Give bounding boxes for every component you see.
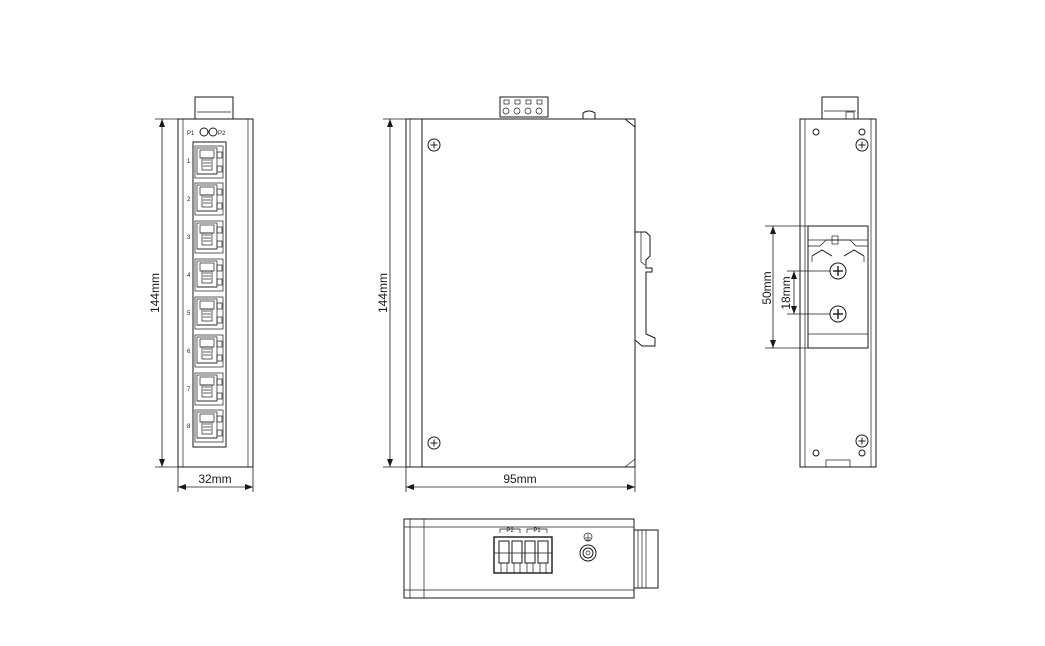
back-view: 50mm 18mm (760, 96, 877, 468)
port-number-8: 8 (187, 424, 191, 430)
front-width-label: 32mm (198, 472, 231, 486)
port-number-7: 7 (187, 387, 191, 393)
back-body (799, 118, 877, 468)
side-height-label: 144mm (376, 273, 390, 313)
power-label-p2: P2 (506, 528, 514, 534)
front-height-label: 144mm (148, 273, 162, 313)
ground-symbol-icon (583, 532, 593, 542)
top-terminal-block (493, 536, 553, 574)
side-screw-bottom-icon (427, 436, 441, 450)
led-label-p2: P2 (218, 131, 226, 137)
power-label-p1: P1 (533, 528, 541, 534)
port-number-4: 4 (187, 273, 191, 279)
rj45-port-7 (194, 372, 224, 406)
led-p2-icon (208, 127, 218, 137)
back-hole-top-right-icon (858, 128, 866, 136)
front-height-dimension: 144mm (148, 118, 178, 468)
back-power-connector (821, 96, 859, 120)
front-body (177, 118, 254, 468)
back-hole-top-left-icon (812, 128, 820, 136)
front-width-dimension: 32mm (177, 467, 254, 492)
rj45-port-6 (194, 334, 224, 368)
back-hole-bottom-left-icon (812, 449, 820, 457)
top-body (403, 518, 635, 599)
port-panel (192, 141, 227, 448)
bracket-screw-upper-icon (829, 262, 847, 280)
back-screw-spacing-label: 18mm (779, 276, 793, 309)
rj45-port-8 (194, 409, 224, 443)
back-rail-height-dimension: 50mm (760, 225, 808, 349)
rj45-port-1 (194, 145, 224, 179)
rj45-port-2 (194, 182, 224, 216)
din-rail-clip (634, 231, 656, 347)
side-ground-stub (582, 110, 596, 119)
bracket-screw-lower-icon (829, 305, 847, 323)
side-body (405, 118, 636, 468)
front-power-connector (194, 96, 234, 120)
side-view: 144mm 95mm (376, 96, 656, 492)
port-number-5: 5 (187, 311, 191, 317)
led-label-p1: P1 (187, 131, 195, 137)
port-number-1: 1 (187, 159, 191, 165)
side-depth-label: 95mm (503, 472, 536, 486)
side-screw-top-icon (427, 138, 441, 152)
back-hole-bottom-right-icon (858, 449, 866, 457)
port-number-2: 2 (187, 197, 191, 203)
port-number-6: 6 (187, 349, 191, 355)
rj45-port-3 (194, 220, 224, 254)
back-screw-bottom-icon (855, 434, 869, 448)
rj45-port-5 (194, 296, 224, 330)
back-screw-top-icon (855, 138, 869, 152)
side-depth-dimension: 95mm (405, 467, 636, 492)
rj45-port-4 (194, 258, 224, 292)
top-view: P2 P1 (403, 518, 659, 599)
front-view: P1 P2 1 2 3 4 5 6 7 8 144mm (148, 96, 254, 492)
led-p1-icon (199, 127, 209, 137)
back-screw-spacing-dimension: 18mm (779, 270, 830, 315)
port-number-3: 3 (187, 235, 191, 241)
back-rail-height-label: 50mm (760, 271, 774, 304)
side-height-dimension: 144mm (376, 118, 406, 468)
ground-screw-icon (579, 544, 597, 562)
side-terminal-block (499, 96, 549, 118)
